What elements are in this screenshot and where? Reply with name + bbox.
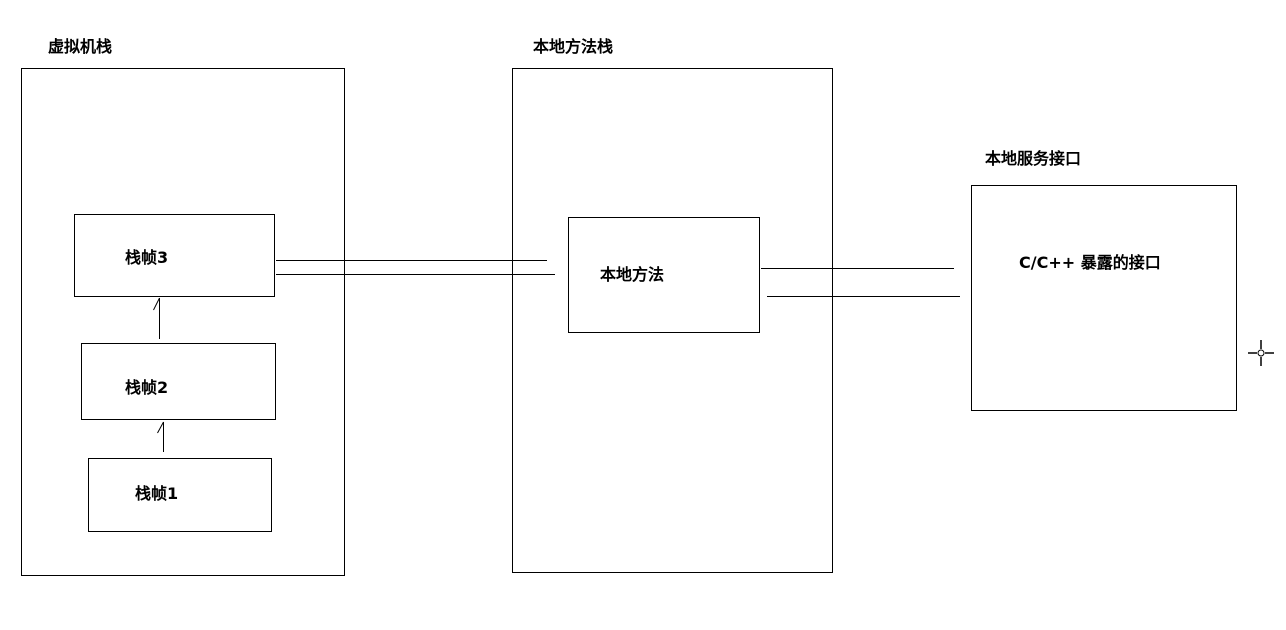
stack-frame-2-label: 栈帧2 <box>125 378 169 397</box>
stack-frame-3-label: 栈帧3 <box>125 248 169 267</box>
stack-frame-1 <box>88 458 272 532</box>
native-method-box <box>568 217 760 333</box>
connector-native-interface-top <box>761 268 954 269</box>
vm-stack-box <box>21 68 345 576</box>
native-service-interface-box <box>971 185 1237 411</box>
connector-native-interface-bottom <box>767 296 960 297</box>
crosshair-cursor-icon <box>1248 340 1274 366</box>
connector-frame3-native-bottom <box>276 274 555 275</box>
stack-frame-2 <box>81 343 276 420</box>
stack-frame-3 <box>74 214 275 297</box>
native-method-stack-title: 本地方法栈 <box>533 37 614 56</box>
native-service-interface-title: 本地服务接口 <box>985 149 1082 168</box>
vm-stack-title: 虚拟机栈 <box>48 37 113 56</box>
native-service-interface-content: C/C++ 暴露的接口 <box>1019 253 1161 272</box>
native-method-label: 本地方法 <box>600 265 665 284</box>
connector-frame3-native-top <box>276 260 547 261</box>
stack-frame-1-label: 栈帧1 <box>135 484 179 503</box>
native-method-stack-box <box>512 68 833 573</box>
